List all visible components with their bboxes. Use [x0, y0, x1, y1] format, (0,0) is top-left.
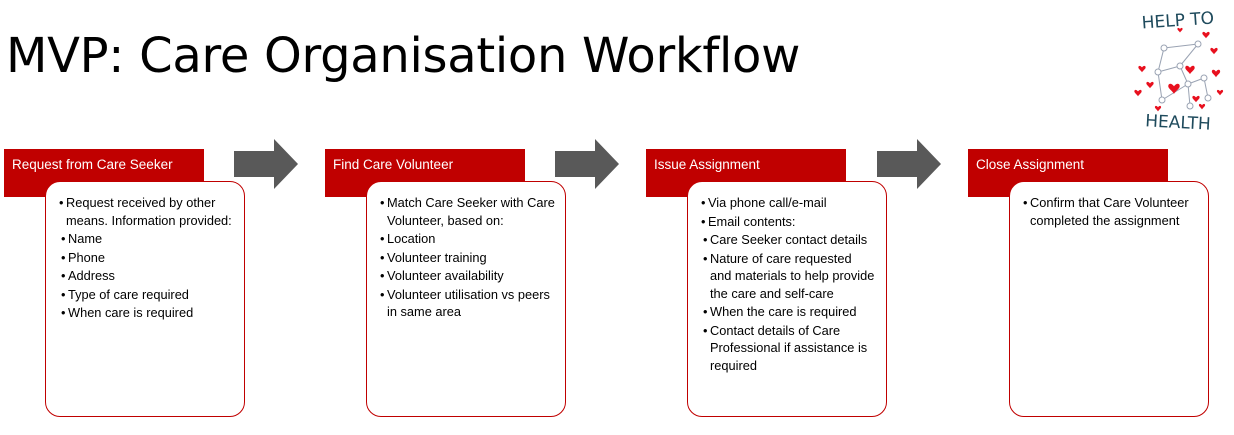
list-item: Nature of care requested and materials t…	[703, 250, 876, 303]
list-item: Via phone call/e-mail	[701, 194, 876, 212]
list-item: When the care is required	[703, 303, 876, 321]
list-item: Email contents:	[701, 213, 876, 231]
stage-card: Confirm that Care Volunteer completed th…	[1009, 181, 1209, 417]
list-item: Care Seeker contact details	[703, 231, 876, 249]
logo-line-2: HEALTH	[1145, 111, 1211, 132]
list-item: Name	[61, 230, 234, 248]
list-item: Volunteer training	[380, 249, 555, 267]
list-item: Confirm that Care Volunteer completed th…	[1023, 194, 1198, 229]
arrow-right-icon	[234, 139, 298, 189]
arrow-right-icon	[877, 139, 941, 189]
list-item: Match Care Seeker with Care Volunteer, b…	[380, 194, 555, 229]
stage-issue-assignment: Issue Assignment Via phone call/e-mail E…	[646, 0, 891, 435]
list-item: Type of care required	[61, 286, 234, 304]
arrow-right-icon	[555, 139, 619, 189]
list-item: Volunteer availability	[380, 267, 555, 285]
help-to-health-logo: HELP TO HEALTH	[1134, 9, 1224, 132]
list-item: Address	[61, 267, 234, 285]
stage-card: Request received by other means. Informa…	[45, 181, 245, 417]
list-item: Location	[380, 230, 555, 248]
stage-card: Match Care Seeker with Care Volunteer, b…	[366, 181, 566, 417]
stage-close-assignment: Close Assignment Confirm that Care Volun…	[968, 0, 1213, 435]
stage-find-care-volunteer: Find Care Volunteer Match Care Seeker wi…	[325, 0, 570, 435]
list-item: Request received by other means. Informa…	[59, 194, 234, 229]
list-item: When care is required	[61, 304, 234, 322]
stage-card: Via phone call/e-mail Email contents: Ca…	[687, 181, 887, 417]
list-item: Phone	[61, 249, 234, 267]
list-item: Contact details of Care Professional if …	[703, 322, 876, 375]
page-title: MVP: Care Organisation Workflow	[6, 28, 801, 84]
stage-request-from-care-seeker: Request from Care Seeker Request receive…	[4, 0, 249, 435]
list-item: Volunteer utilisation vs peers in same a…	[380, 286, 555, 321]
